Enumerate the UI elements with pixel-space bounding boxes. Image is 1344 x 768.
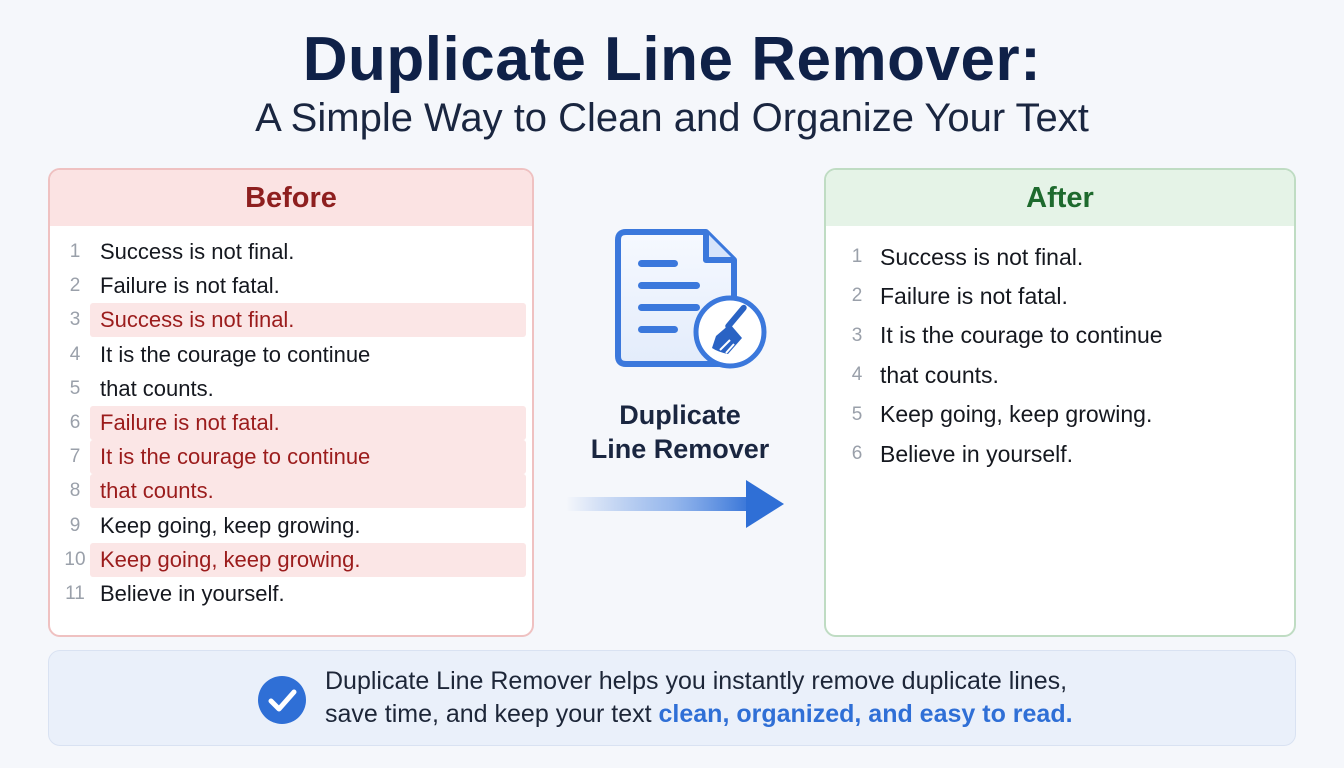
line-number: 4 — [851, 364, 863, 386]
tool-label-line2: Line Remover — [590, 434, 770, 464]
before-heading: Before — [50, 170, 532, 226]
duplicate-line: 8 that counts. — [70, 474, 526, 509]
arrow-right-icon — [566, 480, 784, 528]
text-line: 1 Success is not final. — [852, 238, 1290, 276]
footer-line2: save time, and keep your text clean, org… — [325, 698, 1073, 731]
tool-label-line1: Duplicate — [619, 400, 741, 430]
line-number: 2 — [69, 275, 81, 297]
line-text: Believe in yourself. — [100, 581, 285, 606]
line-text: that counts. — [100, 375, 214, 401]
text-line: 11 Believe in yourself. — [65, 577, 526, 611]
after-panel: After 1 Success is not final. 2 Failure is … — [824, 168, 1296, 637]
duplicate-line: 6 Failure is not fatal. — [70, 406, 526, 440]
text-line: 5 Keep going, keep growing. — [852, 396, 1290, 434]
line-number: 6 — [851, 443, 863, 464]
line-number: 8 — [69, 480, 81, 502]
line-text: Failure is not fatal. — [100, 273, 280, 299]
duplicate-line: 7 It is the courage to continue — [70, 440, 526, 475]
line-number: 7 — [69, 446, 81, 468]
line-text: that counts. — [100, 478, 214, 504]
line-number: 11 — [65, 583, 85, 604]
line-text: It is the courage to continue — [100, 444, 371, 470]
text-line: 4 It is the courage to continue — [70, 338, 526, 372]
after-heading: After — [826, 170, 1294, 226]
line-number: 5 — [69, 377, 81, 399]
line-number: 6 — [69, 412, 81, 433]
text-line: 9 Keep going, keep growing. — [70, 509, 526, 543]
footer-banner: Duplicate Line Remover helps you instant… — [48, 650, 1296, 746]
page-title: Duplicate Line Remover: — [302, 25, 1042, 94]
duplicate-line: 3 Success is not final. — [70, 303, 526, 338]
line-text: It is the courage to continue — [100, 341, 371, 367]
page-subtitle: A Simple Way to Clean and Organize Your … — [255, 96, 1089, 140]
line-text: Success is not final. — [100, 239, 295, 264]
line-text: Success is not final. — [880, 243, 1084, 270]
footer-line2-plain: save time, and keep your text — [325, 700, 659, 728]
line-number: 4 — [69, 343, 81, 365]
line-number: 5 — [851, 403, 863, 425]
line-text: that counts. — [880, 361, 999, 388]
text-line: 2 Failure is not fatal. — [70, 269, 526, 303]
line-text: Failure is not fatal. — [100, 410, 280, 435]
text-line: 3 It is the courage to continue — [852, 317, 1290, 355]
document-broom-icon — [615, 229, 767, 369]
footer-line1: Duplicate Line Remover helps you instant… — [325, 667, 1068, 695]
line-text: Failure is not fatal. — [880, 282, 1068, 309]
line-number: 3 — [69, 309, 81, 331]
check-circle-icon — [258, 676, 306, 724]
line-number: 2 — [851, 285, 863, 307]
line-number: 1 — [69, 241, 81, 262]
line-text: Keep going, keep growing. — [100, 546, 361, 572]
line-number: 3 — [851, 324, 863, 346]
footer-line2-highlight: clean, organized, and easy to read. — [658, 700, 1073, 728]
text-line: 6 Believe in yourself. — [852, 435, 1290, 473]
duplicate-line: 10 Keep going, keep growing. — [64, 542, 526, 577]
line-text: It is the courage to continue — [880, 322, 1163, 349]
text-line: 1 Success is not final. — [70, 235, 526, 269]
line-text: Keep going, keep growing. — [880, 401, 1153, 428]
line-number: 1 — [851, 246, 863, 267]
text-line: 4 that counts. — [852, 356, 1290, 394]
footer-text: Duplicate Line Remover helps you instant… — [325, 665, 1073, 731]
tool-label: Duplicate Line Remover — [560, 398, 800, 466]
line-text: Success is not final. — [100, 307, 295, 333]
line-number: 9 — [69, 514, 81, 536]
line-number: 10 — [64, 548, 86, 570]
text-line: 2 Failure is not fatal. — [852, 277, 1290, 315]
line-text: Believe in yourself. — [880, 440, 1074, 467]
line-text: Keep going, keep growing. — [100, 512, 361, 538]
text-line: 5 that counts. — [70, 372, 526, 406]
